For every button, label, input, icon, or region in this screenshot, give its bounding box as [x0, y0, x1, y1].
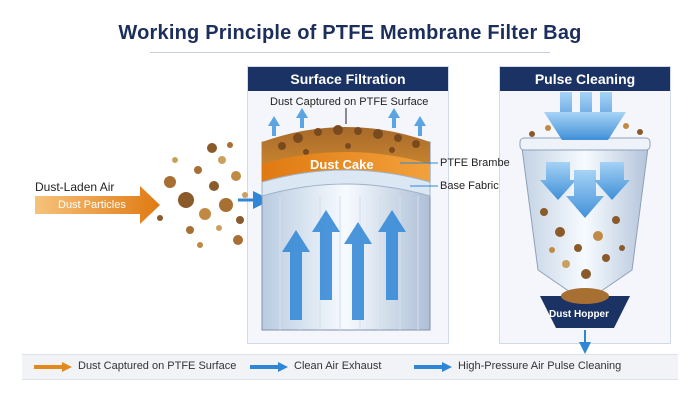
diagram-title: Working Principle of PTFE Membrane Filte…	[118, 22, 582, 44]
legend-arrow-blue	[414, 362, 452, 372]
dust-hopper	[540, 296, 630, 328]
title-divider	[150, 52, 550, 53]
legend-item: Dust Captured on PTFE Surface	[78, 360, 237, 372]
legend-arrow-orange	[34, 362, 72, 372]
dust-cake-band	[262, 152, 430, 182]
exhaust-arrows	[268, 108, 426, 136]
dust-particles-label: Dust Particles	[58, 199, 126, 211]
legend-bar: Dust Captured on PTFE Surface Clean Air …	[22, 354, 678, 380]
surface-filtration-header: Surface Filtration	[248, 67, 448, 91]
dusty-air-arrow	[35, 186, 160, 224]
pulse-cleaning-header: Pulse Cleaning	[500, 67, 670, 91]
legend-item: Clean Air Exhaust	[294, 360, 382, 372]
pulse-bag	[519, 92, 651, 354]
legend-arrow-blue	[250, 362, 288, 372]
dusty-air-label: Dust-Laden Air	[35, 180, 115, 194]
base-fabric-label: Base Fabric	[440, 180, 499, 192]
legend-item: High-Pressure Air Pulse Cleaning	[458, 360, 622, 372]
dust-cake-label: Dust Cake	[310, 157, 374, 172]
pulse-beams	[540, 92, 630, 218]
ptfe-layer-label: PTFE Brambe	[440, 157, 510, 169]
clean-air-arrows	[282, 210, 406, 320]
base-fabric-layer	[261, 169, 431, 197]
dust-captured-label: Dust Captured on PTFE Surface	[270, 96, 429, 108]
dust-hopper-label: Dust Hopper	[549, 309, 609, 320]
incoming-dust-particles	[157, 142, 248, 248]
filter-bag	[261, 125, 431, 331]
